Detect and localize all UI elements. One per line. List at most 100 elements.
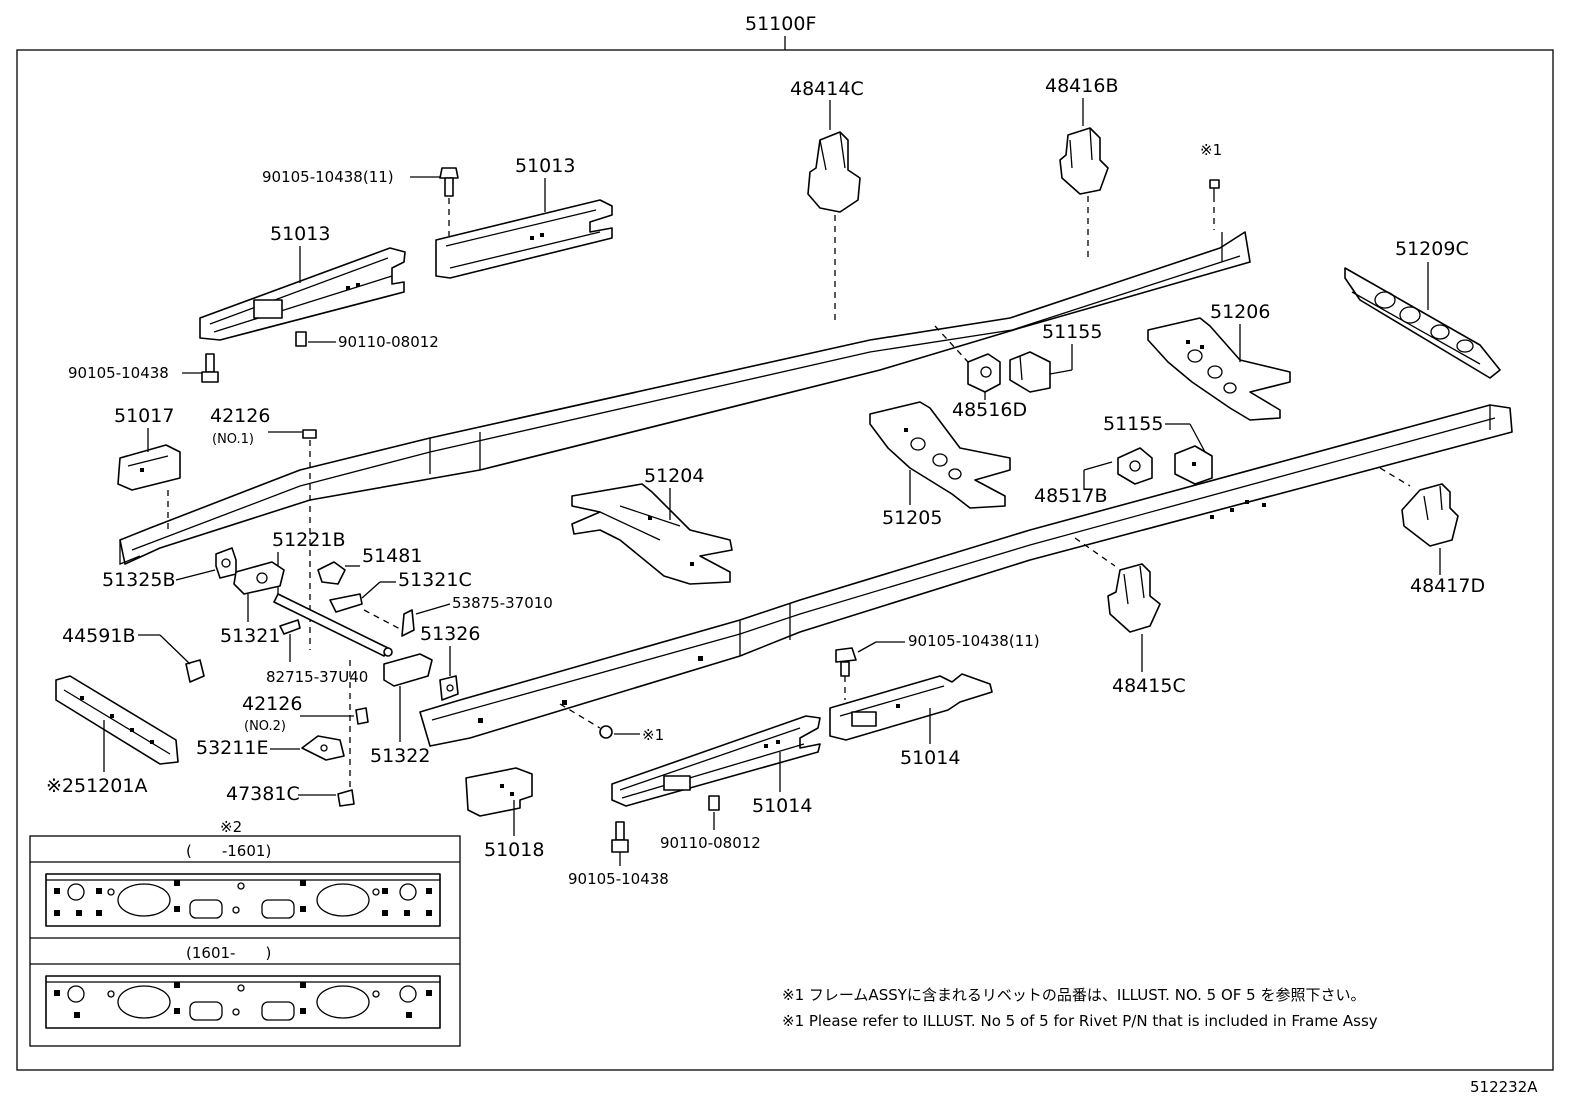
crossmember-51204 — [571, 483, 733, 585]
label-no2: (NO.2) — [244, 719, 286, 734]
leader-51321C — [361, 581, 381, 599]
leader-53875 — [415, 603, 451, 615]
label-51326: 51326 — [420, 623, 480, 645]
label-51155-top: 51155 — [1042, 321, 1102, 343]
crossmember-51206 — [1147, 317, 1291, 421]
label-48414C: 48414C — [790, 78, 864, 100]
crossmember-51013-top — [435, 199, 613, 279]
note-japanese: ※1 フレームASSYに含まれるリベットの品番は、ILLUST. NO. 5 O… — [782, 986, 1366, 1004]
crossmember-plate-early — [45, 873, 441, 927]
label-51205: 51205 — [882, 507, 942, 529]
label-51013-top: 51013 — [515, 155, 575, 177]
right-side-rail — [419, 404, 1513, 747]
clamp-82715-37U40 — [279, 619, 301, 635]
inset-mark: ※2 — [220, 818, 242, 836]
label-51155-mid: 51155 — [1103, 413, 1163, 435]
bolt-90105-10438-11-mid — [835, 647, 857, 700]
label-51018: 51018 — [484, 839, 544, 861]
label-42126-no2: 42126 — [242, 693, 302, 715]
bracket-51155-mid — [1174, 445, 1213, 485]
bolt-90110-08012-top — [295, 331, 307, 347]
bolt-90105-10438-left — [201, 353, 219, 383]
label-51322: 51322 — [370, 745, 430, 767]
label-51209C: 51209C — [1395, 238, 1469, 260]
crossmember-plate-late — [45, 975, 441, 1029]
crossmember-51205 — [869, 401, 1011, 509]
inset-range-1: ( -1601) — [186, 842, 271, 860]
label-48517B: 48517B — [1034, 485, 1107, 507]
figure-code: 512232A — [1470, 1078, 1538, 1096]
label-51014-right: 51014 — [900, 747, 960, 769]
main-assembly-label: 51100F — [745, 13, 816, 35]
clip-47381C — [337, 789, 355, 807]
rivet-mid — [559, 703, 613, 739]
label-51201A: ※251201A — [46, 775, 147, 797]
rivet-top — [1209, 179, 1220, 230]
bracket-48416B — [1059, 127, 1109, 262]
label-90105-10438-left: 90105-10438 — [68, 364, 169, 382]
label-51017: 51017 — [114, 405, 174, 427]
bracket-48415C — [1074, 537, 1161, 633]
label-48516D: 48516D — [952, 399, 1027, 421]
bracket-51481 — [317, 561, 360, 585]
bolt-90105-10438-11-top — [439, 167, 459, 236]
bracket-48417D — [1379, 467, 1459, 547]
part-53875-37010 — [363, 609, 415, 637]
bolt-90105-10438-bottom — [611, 821, 629, 853]
label-51013-left: 51013 — [270, 223, 330, 245]
label-51014-mid: 51014 — [752, 795, 812, 817]
leader-51155-top-b — [1049, 369, 1073, 375]
rivet-label-mid: ※1 — [642, 726, 664, 744]
bracket-51322 — [383, 653, 433, 687]
label-51481: 51481 — [362, 545, 422, 567]
bracket-48516D — [934, 325, 1001, 393]
bracket-51017 — [117, 444, 181, 530]
crossmember-51014-right — [829, 673, 993, 741]
label-90105-10438-11-top: 90105-10438(11) — [262, 168, 394, 186]
label-47381C: 47381C — [226, 783, 300, 805]
label-48417D: 48417D — [1410, 575, 1485, 597]
label-90110-08012-bottom: 90110-08012 — [660, 834, 761, 852]
leader-90105-mid — [857, 641, 877, 653]
diagram-frame — [16, 49, 1554, 1071]
label-90105-10438-11-mid: 90105-10438(11) — [908, 632, 1040, 650]
crossmember-51201A — [55, 675, 179, 765]
tube-51221B — [273, 593, 393, 657]
note-english: ※1 Please refer to ILLUST. No 5 of 5 for… — [782, 1012, 1378, 1030]
label-no1: (NO.1) — [212, 432, 254, 447]
label-44591B: 44591B — [62, 625, 135, 647]
label-90110-08012-top: 90110-08012 — [338, 333, 439, 351]
bracket-51326 — [439, 675, 459, 701]
left-side-rail — [119, 231, 1251, 565]
bracket-51321C — [329, 593, 363, 613]
bracket-51321 — [233, 561, 285, 595]
bracket-48414C — [807, 131, 861, 325]
leader-48517B — [1083, 461, 1113, 471]
leader-44591B-b — [159, 634, 191, 665]
inset-frame — [29, 835, 461, 1047]
rivet-label-top: ※1 — [1200, 141, 1222, 159]
label-51321: 51321 — [220, 625, 280, 647]
label-51204: 51204 — [644, 465, 704, 487]
label-48415C: 48415C — [1112, 675, 1186, 697]
label-53211E: 53211E — [196, 737, 268, 759]
clip-42126-no2 — [300, 660, 369, 790]
crossmember-51013-left — [199, 247, 406, 341]
label-51221B: 51221B — [272, 529, 345, 551]
bolt-90110-08012-bottom — [708, 795, 720, 811]
bracket-53211E — [301, 735, 345, 761]
crossmember-51014-mid — [611, 715, 821, 807]
label-51206: 51206 — [1210, 301, 1270, 323]
label-90105-10438-bottom: 90105-10438 — [568, 870, 669, 888]
bracket-51155-top — [1009, 351, 1051, 393]
label-82715-37U40: 82715-37U40 — [266, 668, 368, 686]
leader-51325B — [175, 569, 216, 581]
label-48416B: 48416B — [1045, 75, 1118, 97]
inset-range-2: (1601- ) — [186, 944, 271, 962]
leader-51155-mid-b — [1189, 423, 1206, 453]
label-42126-no1: 42126 — [210, 405, 270, 427]
bracket-48517B — [1117, 447, 1153, 485]
clip-42126-no1 — [268, 429, 317, 650]
label-51325B: 51325B — [102, 569, 175, 591]
